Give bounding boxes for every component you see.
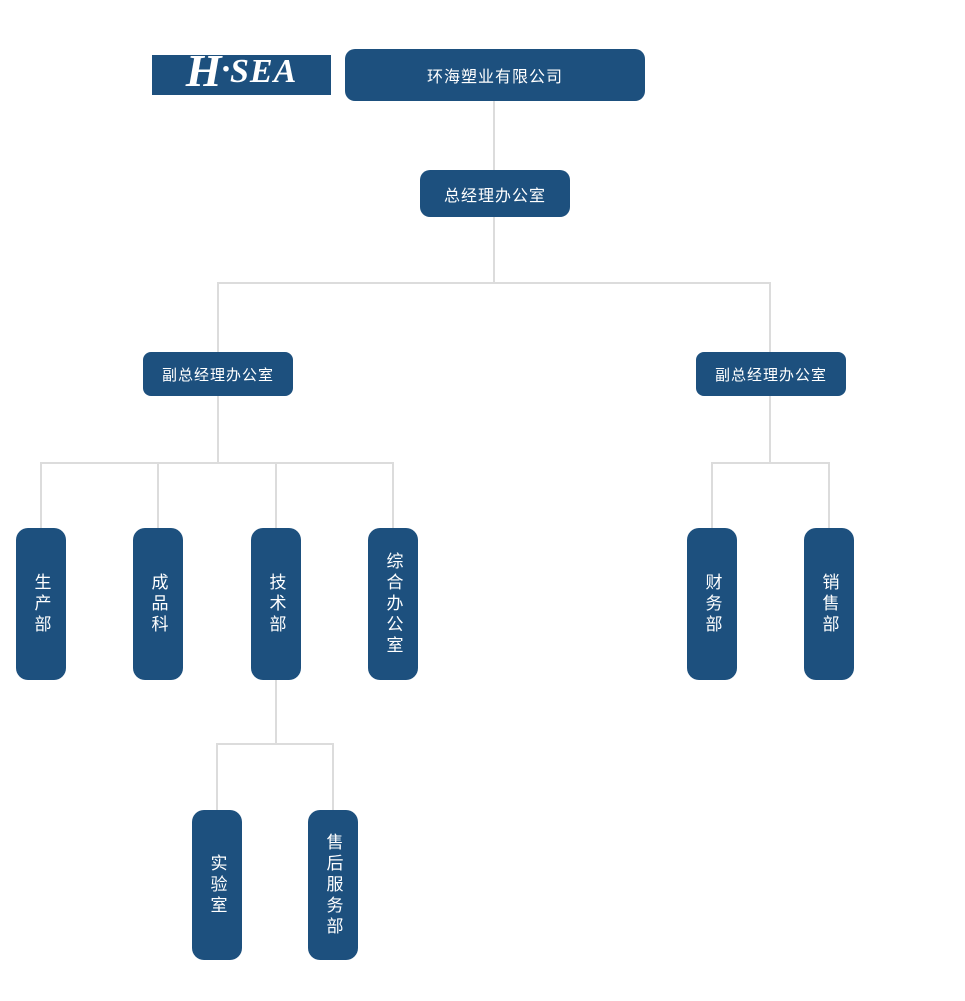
connector-to-laboratory xyxy=(216,744,218,810)
node-company: 环海塑业有限公司 xyxy=(345,49,645,101)
logo-dot: · xyxy=(221,51,231,88)
logo-h: H xyxy=(185,45,222,96)
logo-sea: SEA xyxy=(230,53,298,90)
connector-deputies-horizontal xyxy=(217,282,771,284)
connector-deputy-left-down xyxy=(217,396,219,463)
connector-to-after-sales xyxy=(332,744,334,810)
connector-right-depts-horizontal xyxy=(711,462,830,464)
connector-left-depts-horizontal xyxy=(40,462,394,464)
node-finished-products-section: 成品科 xyxy=(133,528,183,680)
connector-technical-down xyxy=(275,680,277,744)
connector-to-production xyxy=(40,463,42,528)
connector-to-deputy-left xyxy=(217,283,219,352)
connector-to-deputy-right xyxy=(769,283,771,352)
connector-to-general-office xyxy=(392,463,394,528)
node-after-sales-service-dept: 售后服务部 xyxy=(308,810,358,960)
node-gm-office: 总经理办公室 xyxy=(420,170,570,217)
node-sales-dept: 销售部 xyxy=(804,528,854,680)
connector-to-sales xyxy=(828,463,830,528)
node-general-office: 综合办公室 xyxy=(368,528,418,680)
connector-root-to-gm xyxy=(493,101,495,170)
connector-to-finance xyxy=(711,463,713,528)
connector-deputy-right-down xyxy=(769,396,771,463)
node-production-dept: 生产部 xyxy=(16,528,66,680)
connector-to-technical xyxy=(275,463,277,528)
node-technical-dept: 技术部 xyxy=(251,528,301,680)
node-laboratory: 实验室 xyxy=(192,810,242,960)
connector-to-finished-products xyxy=(157,463,159,528)
node-deputy-gm-office-left: 副总经理办公室 xyxy=(143,352,293,396)
company-logo-text: H·SEA xyxy=(186,48,298,94)
connector-gm-down xyxy=(493,217,495,283)
company-logo: H·SEA xyxy=(152,48,331,95)
node-finance-dept: 财务部 xyxy=(687,528,737,680)
node-deputy-gm-office-right: 副总经理办公室 xyxy=(696,352,846,396)
connector-tech-subs-horizontal xyxy=(216,743,334,745)
